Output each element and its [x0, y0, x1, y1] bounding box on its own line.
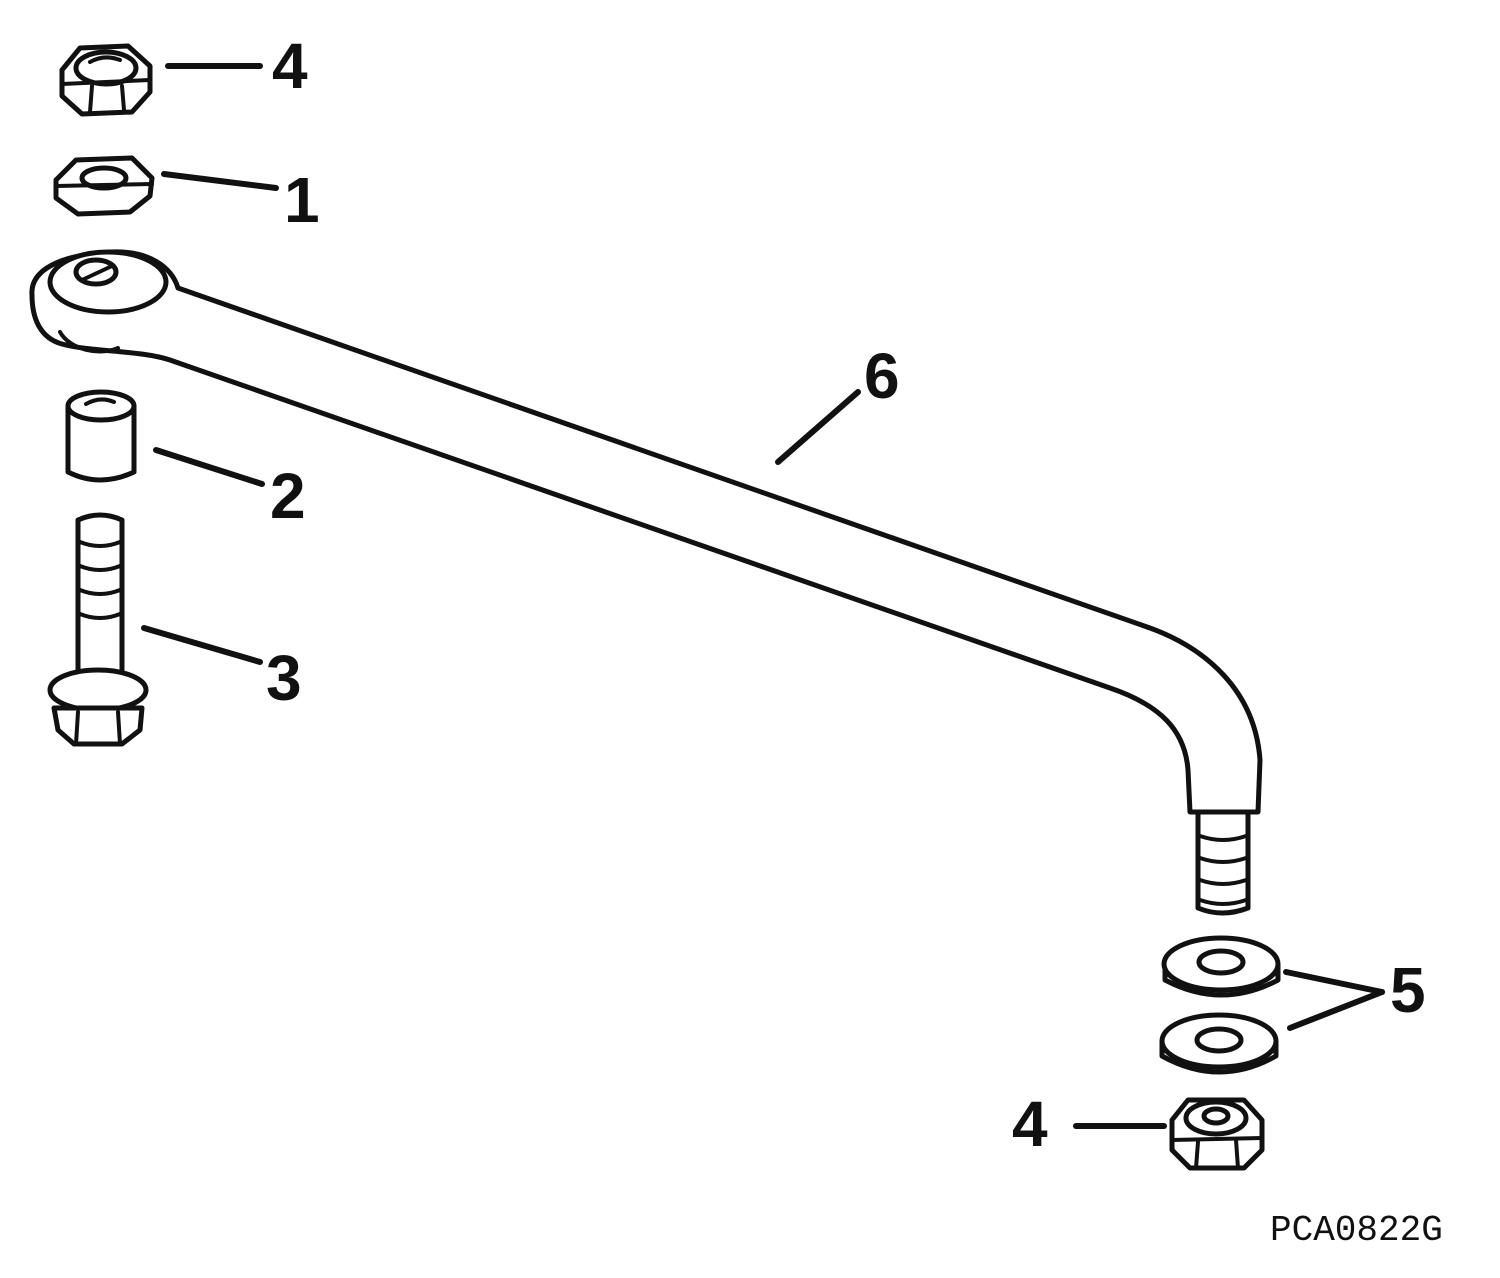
leader-bolt — [141, 625, 263, 665]
lock-nut-top — [59, 43, 153, 117]
leader-spacer — [153, 447, 265, 487]
callout-washers: 5 — [1390, 954, 1426, 1026]
leader-link-rod — [775, 389, 861, 465]
washer-lower — [1159, 1012, 1279, 1075]
leader-washer-lower — [1287, 989, 1385, 1031]
spacer-sleeve — [65, 389, 137, 483]
figure-code: PCA0822G — [1270, 1210, 1443, 1251]
callout-spacer: 2 — [270, 460, 306, 532]
leader-nut-flat — [161, 171, 279, 191]
callout-bolt: 3 — [266, 642, 302, 714]
callout-nut-flat: 1 — [284, 164, 320, 236]
leader-washer-upper — [1283, 969, 1385, 995]
hex-nut — [53, 155, 155, 217]
steering-link-rod — [29, 249, 1263, 916]
washer-upper — [1161, 935, 1281, 998]
callout-nut-bottom: 4 — [1012, 1088, 1048, 1160]
callout-link-rod: 6 — [864, 340, 900, 412]
lock-nut-bottom — [1169, 1097, 1265, 1171]
flange-bolt — [47, 512, 149, 747]
callout-nut-top: 4 — [272, 30, 308, 102]
